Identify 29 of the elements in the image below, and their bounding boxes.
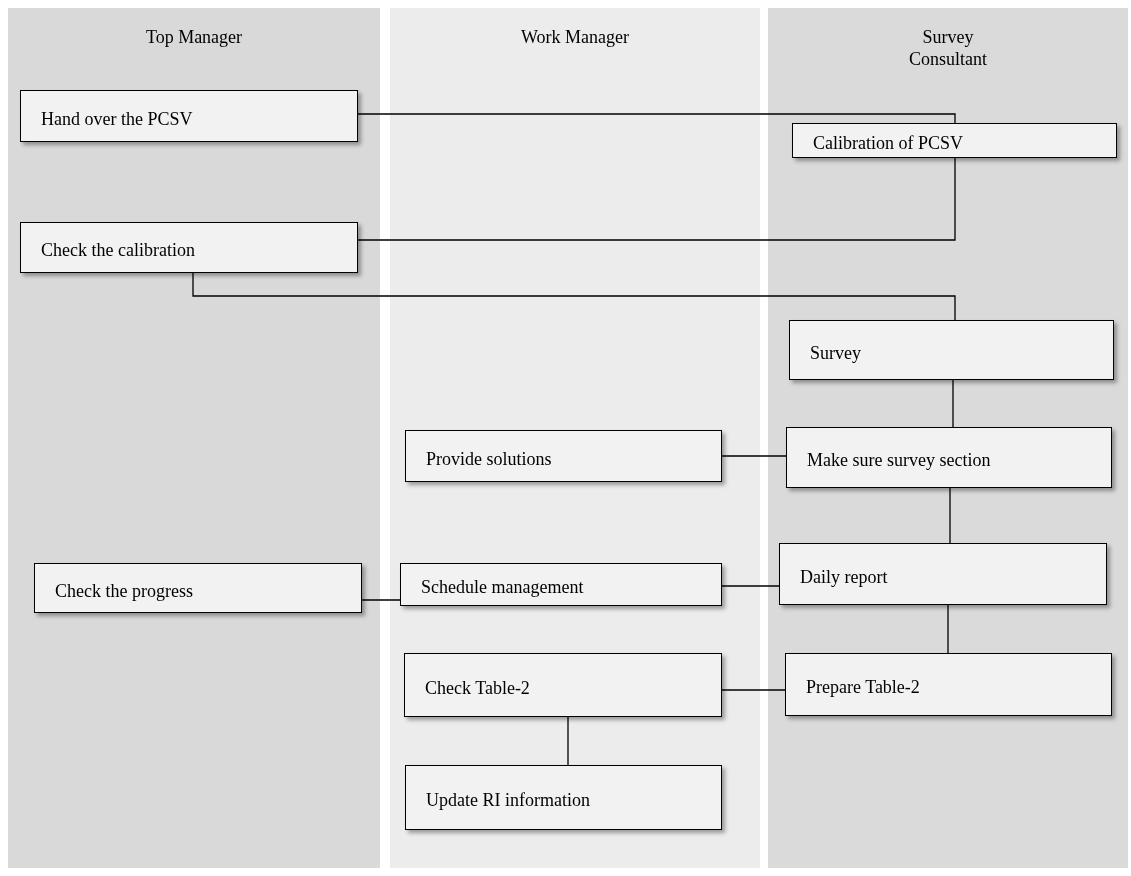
connector-line [567, 716, 569, 766]
connector-line [361, 599, 401, 601]
connector-line [949, 487, 951, 544]
lane-title: Survey Consultant [908, 26, 988, 70]
swimlane [768, 8, 1128, 868]
process-box: Update RI information [405, 765, 722, 830]
connector-line [721, 585, 780, 587]
process-box: Make sure survey section [786, 427, 1112, 488]
connector-line [947, 604, 949, 654]
process-box: Check Table-2 [404, 653, 722, 717]
lane-title: Work Manager [521, 26, 629, 48]
swimlane [8, 8, 380, 868]
process-box: Survey [789, 320, 1114, 380]
swimlane [390, 8, 760, 868]
connector-line [721, 455, 787, 457]
connector-line [721, 689, 786, 691]
process-box: Prepare Table-2 [785, 653, 1112, 716]
process-box: Calibration of PCSV [792, 123, 1117, 158]
connector-line [192, 272, 956, 321]
connector-line [952, 379, 954, 428]
process-box: Check the progress [34, 563, 362, 613]
connector-line [357, 157, 956, 241]
process-box: Hand over the PCSV [20, 90, 358, 142]
lane-title: Top Manager [145, 26, 243, 48]
process-box: Schedule management [400, 563, 722, 606]
process-box: Daily report [779, 543, 1107, 605]
process-box: Check the calibration [20, 222, 358, 273]
process-box: Provide solutions [405, 430, 722, 482]
connector-line [357, 113, 956, 124]
